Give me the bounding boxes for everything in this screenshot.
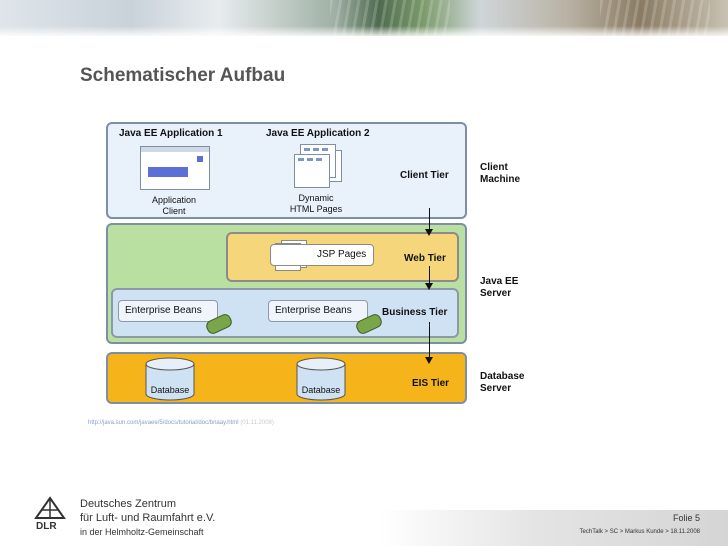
enterprise-beans-label-2: Enterprise Beans: [275, 305, 352, 316]
client-tier-label: Client Tier: [400, 170, 449, 181]
web-tier-label: Web Tier: [404, 253, 446, 264]
org-name-line1: Deutsches Zentrum: [80, 498, 176, 510]
business-tier-label: Business Tier: [382, 307, 447, 318]
dynamic-html-pages-label: Dynamic HTML Pages: [282, 193, 350, 215]
html-page-icon-front: [294, 154, 330, 188]
dlr-logo-text: DLR: [36, 521, 57, 532]
application-window-icon: [140, 146, 210, 190]
arrow-business-to-eis-line: [429, 322, 430, 359]
slide-number: Folie 5: [673, 513, 700, 523]
app2-label: Java EE Application 2: [266, 128, 370, 139]
arrow-client-to-web-line: [429, 208, 430, 231]
enterprise-beans-box-2: Enterprise Beans: [268, 300, 368, 322]
source-reference: http://java.sun.com/javaee/5/docs/tutori…: [88, 420, 274, 426]
org-name-line3: in der Helmholtz-Gemeinschaft: [80, 527, 204, 537]
java-ee-server-label: Java EE Server: [480, 276, 518, 300]
enterprise-beans-box-1: Enterprise Beans: [118, 300, 218, 322]
app1-label: Java EE Application 1: [119, 128, 223, 139]
application-client-label: Application Client: [140, 195, 208, 217]
source-date: (01.11.2008): [240, 420, 274, 426]
arrow-client-to-web-head: [425, 229, 433, 236]
source-link[interactable]: http://java.sun.com/javaee/5/docs/tutori…: [88, 420, 239, 426]
jsp-pages-box: JSP Pages: [270, 244, 374, 266]
org-name-line2: für Luft- und Raumfahrt e.V.: [80, 512, 215, 524]
eis-tier-label: EIS Tier: [412, 378, 449, 389]
database-label-2: Database: [295, 385, 347, 396]
arrow-business-to-eis-head: [425, 357, 433, 364]
arrow-web-to-business-head: [425, 283, 433, 290]
dlr-logo-icon: [32, 494, 68, 522]
footer-meta: TechTalk > SC > Markus Kunde > 18.11.200…: [580, 529, 700, 535]
client-machine-label: Client Machine: [480, 162, 520, 186]
jsp-pages-label: JSP Pages: [317, 249, 366, 260]
database-label-1: Database: [144, 385, 196, 396]
enterprise-beans-label-1: Enterprise Beans: [125, 305, 202, 316]
database-server-label: Database Server: [480, 371, 524, 395]
